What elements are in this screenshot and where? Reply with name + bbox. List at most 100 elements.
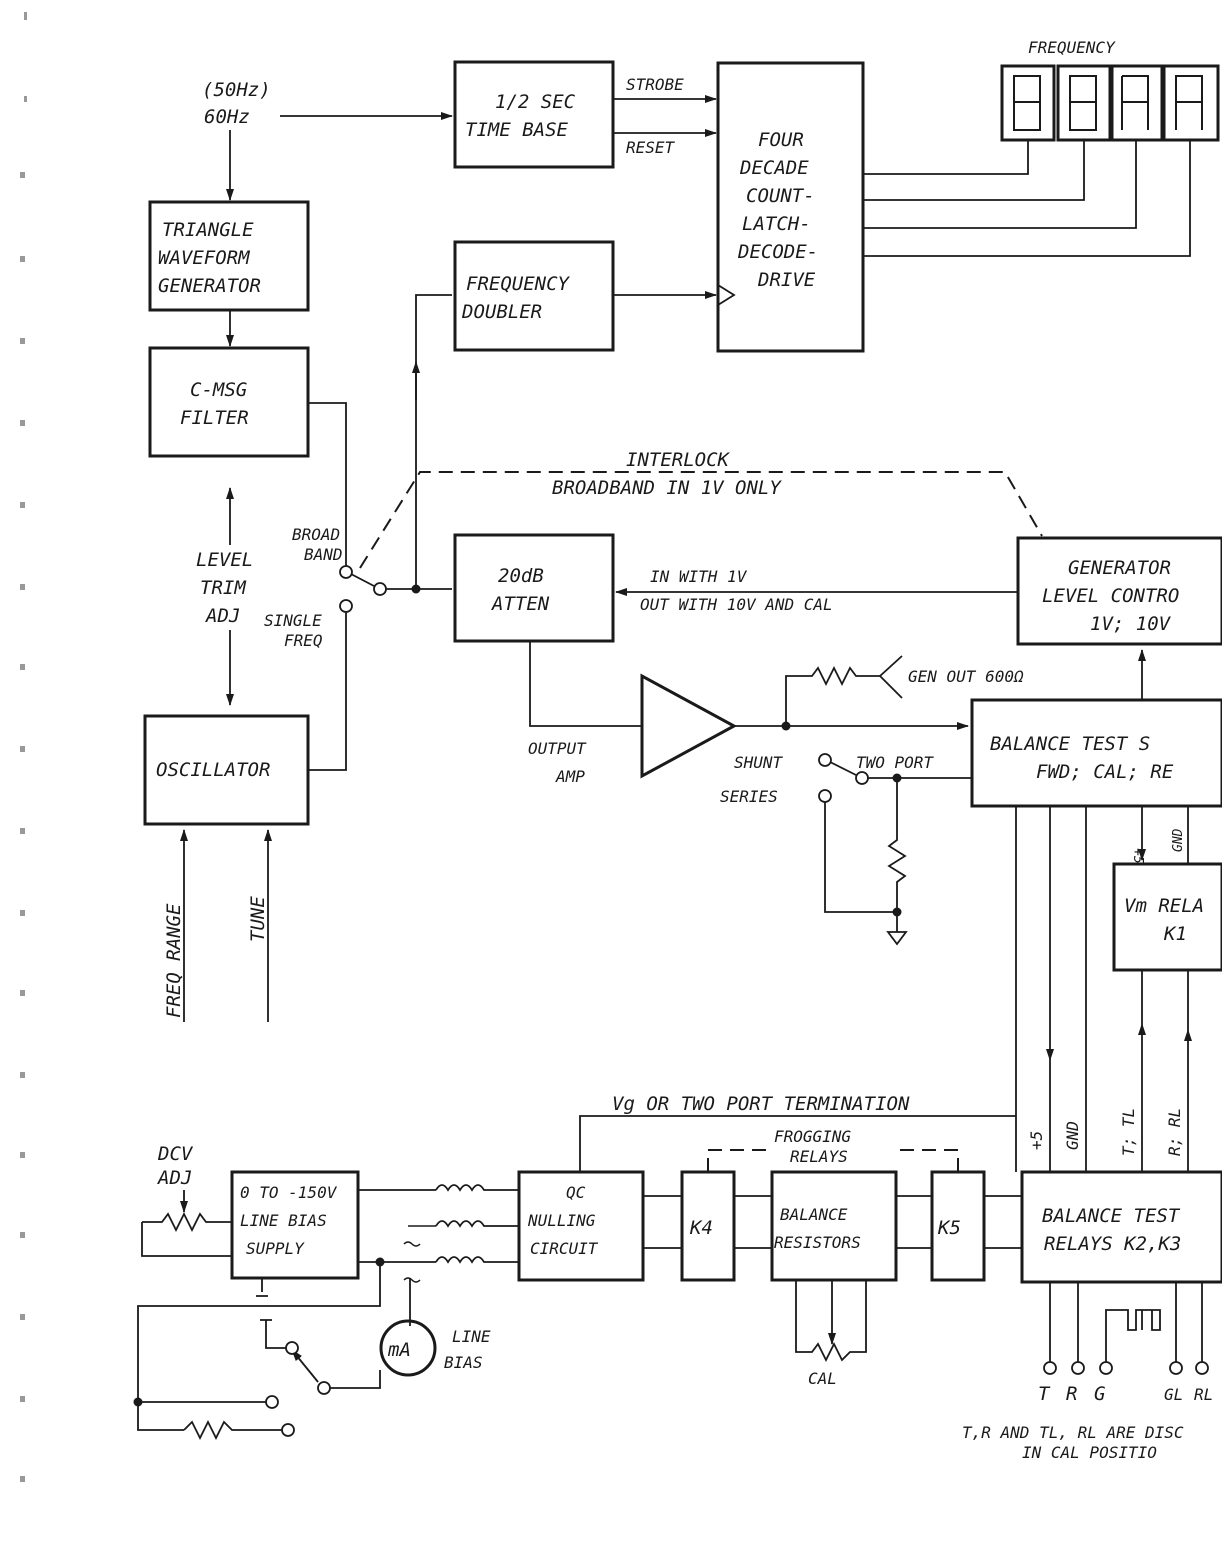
node-to-doubler-wire <box>415 294 452 589</box>
triangle-label-2: WAVEFORM <box>158 247 250 269</box>
counter-to-digit-4-wire <box>863 140 1191 257</box>
k4-to-balres-wires <box>734 1195 772 1249</box>
genout-label: GEN OUT 600Ω <box>908 667 1024 686</box>
terminal-leads <box>1049 1282 1203 1362</box>
frequency-display <box>1000 64 1220 142</box>
generator-level-control-block <box>1016 536 1222 646</box>
range-contact-1 <box>285 1341 299 1355</box>
frequency-doubler-block <box>453 240 615 352</box>
level-trim-label-1: LEVEL <box>196 549 253 571</box>
terminal-t-label: T <box>1038 1383 1051 1405</box>
balance-test-switch-block <box>970 698 1222 808</box>
atten-to-amp-wire <box>529 641 642 727</box>
qc-label-3: CIRCUIT <box>530 1239 599 1258</box>
interlock-dashed-link <box>359 471 1043 569</box>
meter-return-wire <box>330 1370 381 1389</box>
frogging-label-2: RELAYS <box>790 1147 848 1166</box>
cmsg-label-2: FILTER <box>180 407 249 429</box>
reset-label: RESET <box>626 138 676 157</box>
counter-label-3: COUNT- <box>746 185 815 207</box>
line-bias-label-1: LINE <box>452 1327 491 1346</box>
clock-input-triangle <box>717 284 736 306</box>
milliammeter-label: mA <box>387 1339 411 1361</box>
counter-label-4: LATCH- <box>742 213 811 235</box>
k5-relay-block <box>930 1170 986 1282</box>
shunt-label: SHUNT <box>734 753 784 772</box>
milliammeter <box>379 1319 437 1377</box>
series-return-wire <box>824 802 897 913</box>
balres-label-1: BALANCE <box>780 1205 848 1224</box>
g-terminal-strap <box>1105 1309 1161 1362</box>
range-contact-1-ground <box>260 1319 286 1349</box>
range-contact-2 <box>265 1395 279 1409</box>
cal-label: CAL <box>808 1369 837 1388</box>
ground-symbol <box>886 912 908 946</box>
range-resistor <box>183 1419 282 1441</box>
counter-block <box>716 61 865 353</box>
cal-potentiometer <box>795 1280 867 1363</box>
vg-termination-label: Vg OR TWO PORT TERMINATION <box>612 1093 910 1115</box>
terminal-rl <box>1195 1361 1209 1375</box>
output-amp-label-1: OUTPUT <box>528 739 587 758</box>
atten-label-1: 20dB <box>498 565 544 587</box>
balrel-label-2: RELAYS K2,K3 <box>1044 1233 1181 1255</box>
k5-label: K5 <box>937 1217 961 1239</box>
broadband-label-1: BROAD <box>292 525 340 544</box>
gnd-label-b: GND <box>1063 1121 1082 1150</box>
doubler-label-1: FREQUENCY <box>466 273 571 295</box>
strobe-label: STROBE <box>626 75 684 94</box>
timebase-block <box>453 60 615 169</box>
oscillator-block <box>143 714 310 826</box>
doubler-label-2: DOUBLER <box>461 301 542 323</box>
dcv-adj-label-1: DCV <box>157 1143 194 1165</box>
level-trim-label-3: ADJ <box>205 605 240 627</box>
vm-relay-label-2: K1 <box>1163 923 1187 945</box>
single-freq-contact <box>339 599 353 613</box>
balrel-label-1: BALANCE TEST <box>1042 1205 1181 1227</box>
series-label: SERIES <box>720 787 778 806</box>
footnote-line-2: IN CAL POSITIO <box>1022 1443 1157 1462</box>
selector-pivot <box>373 582 387 596</box>
cmsg-filter-block <box>148 346 310 458</box>
balance-test-relays-block <box>1020 1170 1222 1284</box>
terminal-g-label: G <box>1094 1383 1105 1405</box>
triangle-label-3: GENERATOR <box>158 275 261 297</box>
line-bias-label-2: BIAS <box>444 1353 483 1372</box>
range-switch-blade <box>291 1349 319 1383</box>
counter-to-digit-2-wire <box>863 140 1085 201</box>
two-port-blade <box>829 761 857 776</box>
output-amp-label-2: AMP <box>555 767 585 786</box>
vm-relay-label-1: Vm RELA <box>1124 895 1204 917</box>
selector-blade <box>350 573 375 587</box>
ttl-label: T; TL <box>1119 1108 1138 1156</box>
atten-20db-block <box>453 533 615 643</box>
cmsg-to-broadband-wire <box>308 402 347 568</box>
osc-to-single-freq-wire <box>308 612 347 771</box>
counter-label-5: DECODE- <box>737 241 818 263</box>
k4-relay-block <box>680 1170 736 1282</box>
vm-relay-block <box>1112 862 1222 972</box>
two-port-label: TWO PORT <box>856 753 934 772</box>
single-freq-label-1: SINGLE <box>264 611 322 630</box>
balres-to-k5-wires <box>896 1195 932 1249</box>
qc-label-1: QC <box>566 1183 586 1202</box>
bias-label-2: LINE BIAS <box>240 1211 327 1230</box>
junction-node-range <box>133 1397 143 1407</box>
counter-label-6: DRIVE <box>757 269 816 291</box>
frequency-display-label: FREQUENCY <box>1028 38 1116 57</box>
balsw-label-2: FWD; CAL; RE <box>1036 761 1174 783</box>
terminal-t <box>1043 1361 1057 1375</box>
bias-ground-tick <box>256 1278 268 1297</box>
cmsg-label-1: C-MSG <box>190 379 247 401</box>
balsw-label-1: BALANCE TEST S <box>990 733 1150 755</box>
k5-to-balrel-wires <box>984 1195 1022 1249</box>
genout-resistor <box>785 665 880 726</box>
counter-label-1: FOUR <box>758 129 804 151</box>
genlevel-label-3: 1V; 10V <box>1090 613 1172 635</box>
rrl-label: R; RL <box>1165 1108 1184 1156</box>
oscillator-label: OSCILLATOR <box>156 759 270 781</box>
triangle-generator-block <box>148 200 310 312</box>
qc-label-2: NULLING <box>527 1211 596 1230</box>
balres-label-2: RESISTORS <box>774 1233 861 1252</box>
